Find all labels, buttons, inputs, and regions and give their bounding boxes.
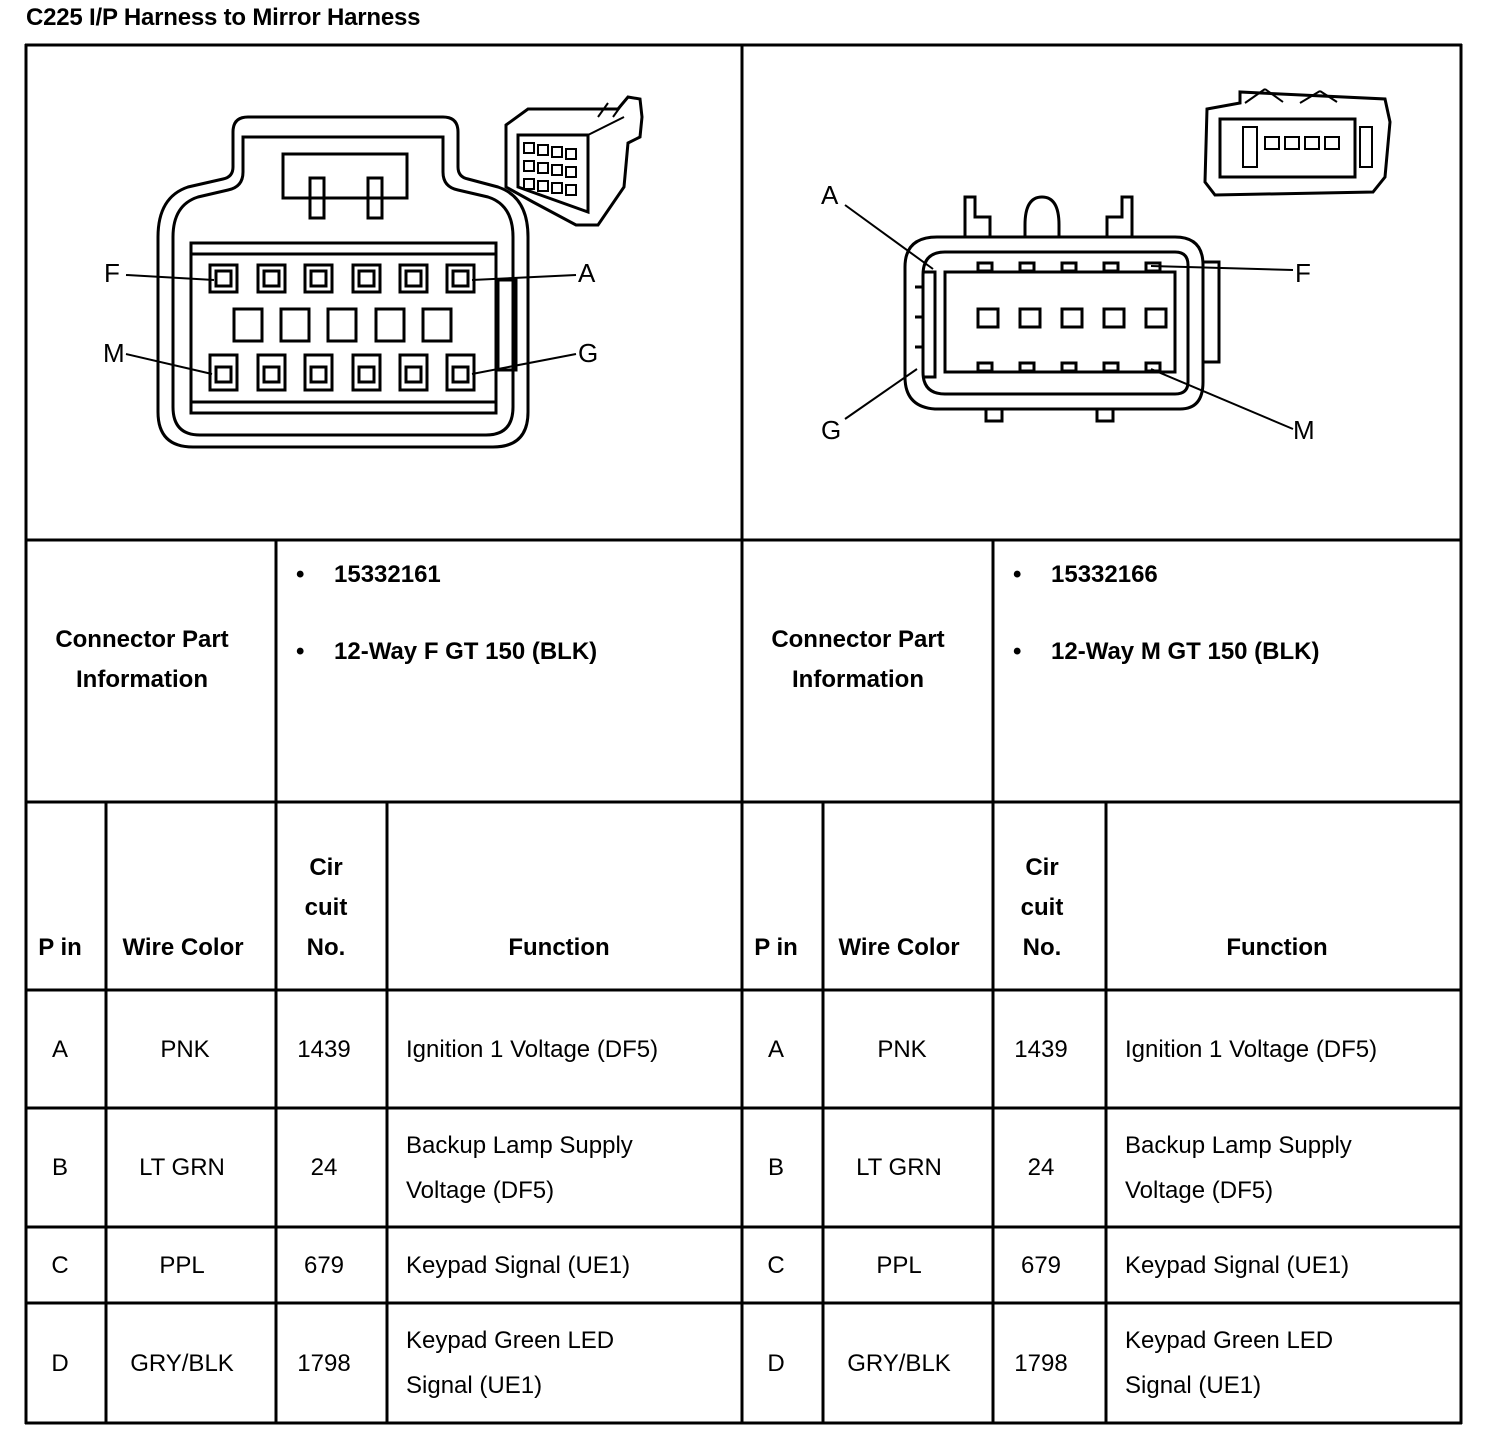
table-cell-circuit: 1439 bbox=[1014, 1035, 1068, 1063]
table-cell-function: Keypad Signal (UE1) bbox=[1125, 1251, 1350, 1279]
header-pin-left: P in bbox=[38, 934, 82, 961]
table-cell-wire-color: GRY/BLK bbox=[847, 1349, 951, 1377]
left-label-top-left: F bbox=[104, 258, 120, 288]
right-label-bottom-right: M bbox=[1293, 415, 1315, 445]
table-cell-circuit: 24 bbox=[1027, 1154, 1055, 1181]
part-info-list-right: 15332166 12-Way M GT 150 (BLK) bbox=[993, 555, 1320, 709]
table-cell-wire-color: GRY/BLK bbox=[130, 1349, 234, 1377]
table-cell-circuit: 1439 bbox=[297, 1035, 351, 1063]
table-cell-pin: D bbox=[767, 1349, 785, 1377]
table-cell-wire-color: PNK bbox=[160, 1035, 210, 1063]
table-cell-pin: A bbox=[767, 1035, 784, 1063]
table-cell-circuit: 1798 bbox=[1014, 1349, 1068, 1377]
header-wire-color-left: Wire Color bbox=[122, 934, 244, 961]
connector-part-info-label-right: Connector Part Information bbox=[771, 626, 945, 693]
part-description-right: 12-Way M GT 150 (BLK) bbox=[993, 632, 1320, 672]
table-cell-pin: B bbox=[767, 1154, 784, 1181]
part-description-left: 12-Way F GT 150 (BLK) bbox=[276, 632, 597, 672]
table-cell-function: Keypad Signal (UE1) bbox=[406, 1251, 631, 1279]
table-cell-circuit: 1798 bbox=[297, 1349, 351, 1377]
right-label-bottom-left: G bbox=[821, 415, 842, 445]
table-cell-wire-color: PNK bbox=[877, 1035, 927, 1063]
page-title: C225 I/P Harness to Mirror Harness bbox=[26, 4, 421, 31]
table-cell-wire-color: PPL bbox=[159, 1251, 205, 1279]
table-cell-circuit: 679 bbox=[1020, 1251, 1062, 1279]
right-label-top-right: F bbox=[1295, 258, 1311, 288]
connector-face-view-right bbox=[844, 88, 1392, 430]
part-number-left: 15332161 bbox=[276, 555, 597, 595]
header-pin-right: P in bbox=[754, 934, 798, 961]
table-cell-function: Backup Lamp Supply Voltage (DF5) bbox=[1125, 1131, 1352, 1204]
table-cell-pin: C bbox=[51, 1251, 69, 1279]
table-cell-pin: B bbox=[51, 1154, 68, 1181]
header-circuit-right: Cir cuit No. bbox=[1020, 854, 1064, 961]
table-cell-pin: D bbox=[51, 1349, 69, 1377]
table-cell-wire-color: LT GRN bbox=[856, 1154, 942, 1181]
left-label-bottom-right: G bbox=[578, 338, 599, 368]
header-wire-color-right: Wire Color bbox=[838, 934, 960, 961]
header-function-left: Function bbox=[508, 934, 610, 961]
part-number-right: 15332166 bbox=[993, 555, 1320, 595]
table-cell-circuit: 679 bbox=[303, 1251, 345, 1279]
part-info-list-left: 15332161 12-Way F GT 150 (BLK) bbox=[276, 555, 597, 709]
table-cell-pin: A bbox=[51, 1035, 68, 1063]
table-cell-pin: C bbox=[767, 1251, 785, 1279]
left-label-bottom-left: M bbox=[103, 338, 125, 368]
connector-face-view-left bbox=[125, 95, 644, 449]
table-cell-function: Backup Lamp Supply Voltage (DF5) bbox=[406, 1131, 633, 1204]
left-label-top-right: A bbox=[578, 258, 596, 288]
right-label-top-left: A bbox=[821, 180, 839, 210]
header-function-right: Function bbox=[1226, 934, 1328, 961]
table-cell-wire-color: PPL bbox=[876, 1251, 922, 1279]
table-cell-function: Keypad Green LED Signal (UE1) bbox=[406, 1327, 615, 1399]
table-cell-function: Ignition 1 Voltage (DF5) bbox=[406, 1035, 659, 1063]
table-cell-function: Keypad Green LED Signal (UE1) bbox=[1125, 1327, 1334, 1399]
header-circuit-left: Cir cuit No. bbox=[304, 854, 348, 961]
table-cell-circuit: 24 bbox=[310, 1154, 338, 1181]
connector-part-info-label-left: Connector Part Information bbox=[55, 626, 229, 693]
table-cell-wire-color: LT GRN bbox=[139, 1154, 225, 1181]
table-cell-function: Ignition 1 Voltage (DF5) bbox=[1125, 1035, 1378, 1063]
